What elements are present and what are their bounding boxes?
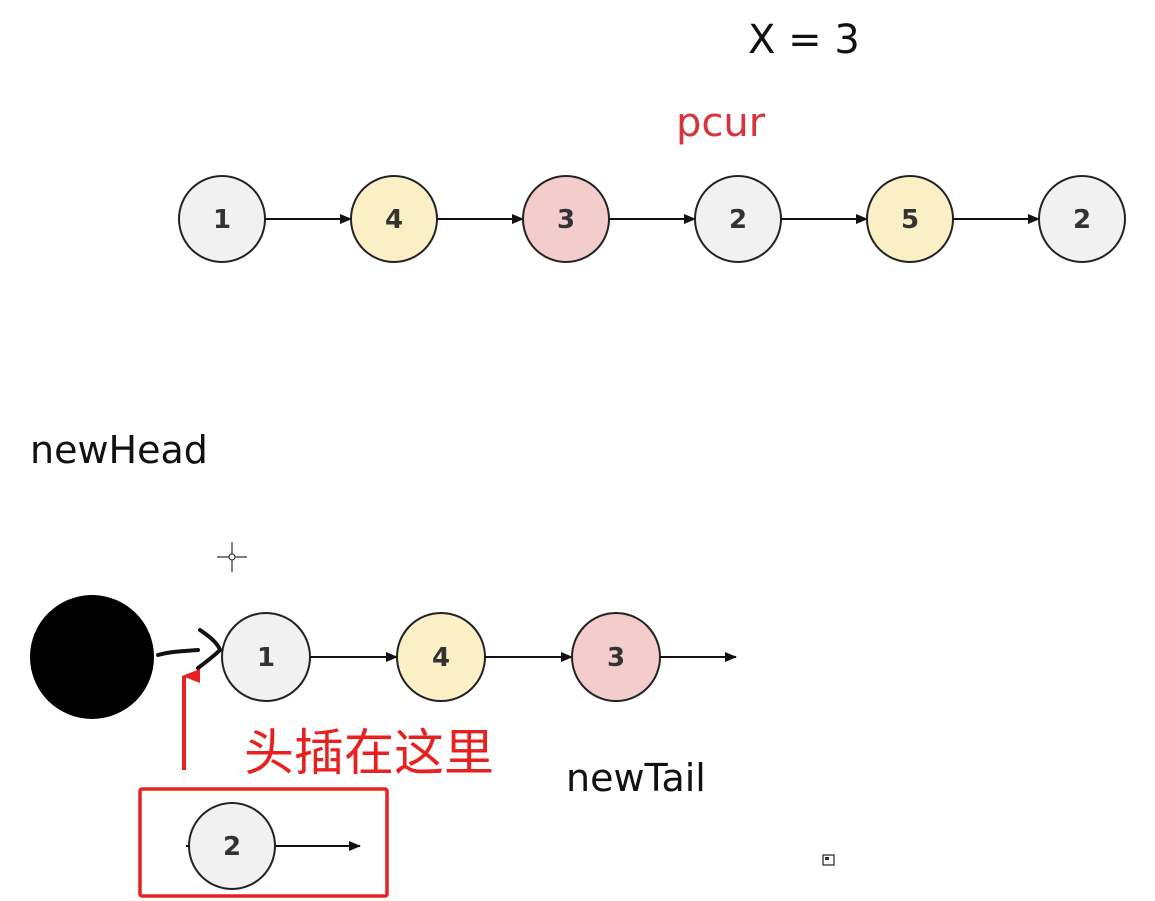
- crosshair-cursor-icon: [217, 542, 247, 572]
- insert-annotation: 头插在这里: [244, 724, 494, 782]
- pending-node-group: 2: [186, 802, 361, 890]
- sentinel-node: [30, 595, 154, 719]
- new-head-label: newHead: [30, 428, 208, 472]
- new-tail-label: newTail: [566, 756, 706, 800]
- new-list-node-0-value: 1: [257, 643, 275, 673]
- new-list-node-1-value: 4: [432, 643, 450, 673]
- original-node-2-value: 3: [557, 205, 575, 235]
- original-node-1-value: 4: [385, 205, 403, 235]
- new-list: 1 4 3: [30, 595, 737, 719]
- pcur-label: pcur: [676, 100, 766, 146]
- original-node-3-value: 2: [729, 205, 747, 235]
- x-value-label: X = 3: [748, 17, 860, 63]
- original-list: 1 4 3 2 5 2: [178, 175, 1126, 263]
- new-list-node-2-value: 3: [607, 643, 625, 673]
- pending-node-value: 2: [223, 832, 241, 862]
- original-node-5-value: 2: [1073, 205, 1091, 235]
- original-node-5-circle: [1038, 175, 1126, 263]
- pending-node-box: [138, 787, 389, 898]
- hand-drawn-arrow: [156, 628, 223, 670]
- original-node-4-value: 5: [901, 205, 919, 235]
- small-window-icon: [822, 854, 835, 866]
- original-node-0-value: 1: [213, 205, 231, 235]
